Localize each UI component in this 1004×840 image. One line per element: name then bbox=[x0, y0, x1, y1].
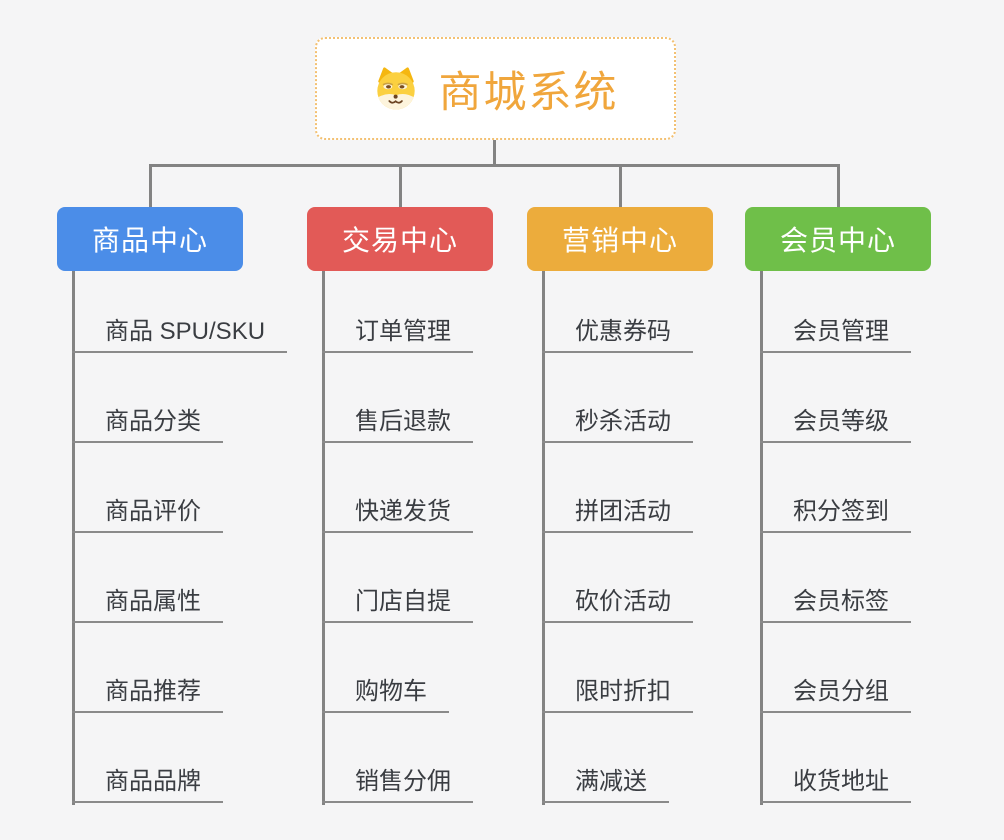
topic-item[interactable]: 快递发货 bbox=[322, 443, 473, 533]
topic-item[interactable]: 购物车 bbox=[322, 623, 449, 713]
doge-face-icon bbox=[376, 66, 415, 110]
topic-item[interactable]: 满减送 bbox=[542, 713, 669, 803]
branch-drop-line bbox=[836, 164, 840, 207]
topic-item[interactable]: 商品 SPU/SKU bbox=[72, 271, 288, 353]
topic-item[interactable]: 收货地址 bbox=[760, 713, 911, 803]
topic-item[interactable]: 门店自提 bbox=[322, 533, 473, 623]
horizontal-rail-line bbox=[148, 164, 840, 167]
topic-item[interactable]: 会员标签 bbox=[760, 533, 911, 623]
topic-item[interactable]: 商品品牌 bbox=[72, 713, 223, 803]
branch-header-2[interactable]: 交易中心 bbox=[307, 207, 493, 271]
topic-item[interactable]: 商品分类 bbox=[72, 353, 223, 443]
topic-item[interactable]: 售后退款 bbox=[322, 353, 473, 443]
branch-column-3: 优惠券码秒杀活动拼团活动砍价活动限时折扣满减送 bbox=[542, 271, 693, 803]
topic-item[interactable]: 商品评价 bbox=[72, 443, 223, 533]
branch-drop-line bbox=[398, 164, 402, 207]
branch-column-line bbox=[322, 271, 325, 805]
topic-item[interactable]: 商品推荐 bbox=[72, 623, 223, 713]
topic-item[interactable]: 优惠券码 bbox=[542, 271, 693, 353]
branch-header-4[interactable]: 会员中心 bbox=[745, 207, 931, 271]
topic-item[interactable]: 会员等级 bbox=[760, 353, 911, 443]
topic-item[interactable]: 积分签到 bbox=[760, 443, 911, 533]
branch-column-line bbox=[72, 271, 75, 805]
topic-item[interactable]: 销售分佣 bbox=[322, 713, 473, 803]
root-title: 商城系统 bbox=[438, 68, 619, 117]
branch-column-line bbox=[542, 271, 545, 805]
topic-item[interactable]: 砍价活动 bbox=[542, 533, 693, 623]
branch-header-3[interactable]: 营销中心 bbox=[527, 207, 713, 271]
root-stub-line bbox=[493, 140, 496, 167]
branch-column-line bbox=[760, 271, 763, 805]
topic-item[interactable]: 会员分组 bbox=[760, 623, 911, 713]
branch-drop-line bbox=[618, 164, 622, 207]
root-node[interactable]: 商城系统 bbox=[315, 37, 676, 140]
topic-item[interactable]: 商品属性 bbox=[72, 533, 223, 623]
topic-item[interactable]: 拼团活动 bbox=[542, 443, 693, 533]
topic-item[interactable]: 会员管理 bbox=[760, 271, 911, 353]
branch-header-1[interactable]: 商品中心 bbox=[57, 207, 243, 271]
branch-column-2: 订单管理售后退款快递发货门店自提购物车销售分佣 bbox=[322, 271, 473, 803]
branch-column-4: 会员管理会员等级积分签到会员标签会员分组收货地址 bbox=[760, 271, 911, 803]
topic-item[interactable]: 订单管理 bbox=[322, 271, 473, 353]
branch-drop-line bbox=[148, 164, 152, 207]
topic-item[interactable]: 秒杀活动 bbox=[542, 353, 693, 443]
topic-item[interactable]: 限时折扣 bbox=[542, 623, 693, 713]
